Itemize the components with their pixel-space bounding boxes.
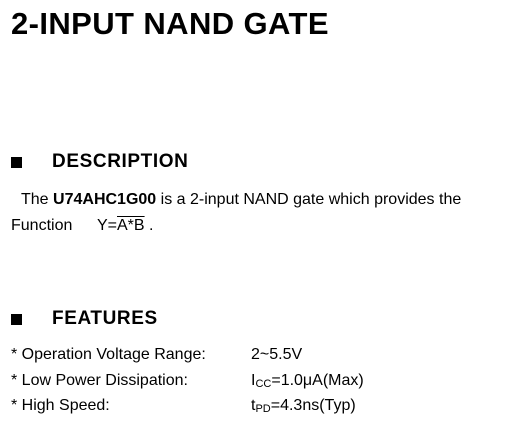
description-end: . [144,217,154,234]
description-line-1: The U74AHC1G00 is a 2-input NAND gate wh… [21,187,461,213]
function-label: Function [11,217,73,234]
feature-value: ICC=1.0μA(Max) [251,372,364,390]
feature-label: * Low Power Dissipation: [11,372,188,389]
description-heading: DESCRIPTION [52,151,189,172]
feature-value: tPD=4.3ns(Typ) [251,397,356,415]
feature-row: * Operation Voltage Range: 2~5.5V [11,343,302,370]
features-heading: FEATURES [52,308,158,329]
feature-value: 2~5.5V [251,346,303,363]
formula-y: Y= [96,217,117,234]
description-suffix: is a 2-input NAND gate which provides th… [160,191,462,208]
part-number: U74AHC1G00 [53,191,157,208]
description-line-2: Function Y=A*B . [11,213,153,239]
description-heading-row [11,149,22,175]
feature-row: * High Speed: tPD=4.3ns(Typ) [11,394,356,421]
feature-label: * High Speed: [11,397,110,414]
square-bullet-icon [11,156,22,168]
feature-row: * Low Power Dissipation: ICC=1.0μA(Max) [11,369,364,396]
description-prefix: The [21,191,49,208]
features-heading-row [11,306,22,332]
feature-label: * Operation Voltage Range: [11,346,206,363]
square-bullet-icon [11,313,22,325]
page-title: 2-INPUT NAND GATE [11,6,329,41]
formula-expression: A*B [117,217,145,234]
